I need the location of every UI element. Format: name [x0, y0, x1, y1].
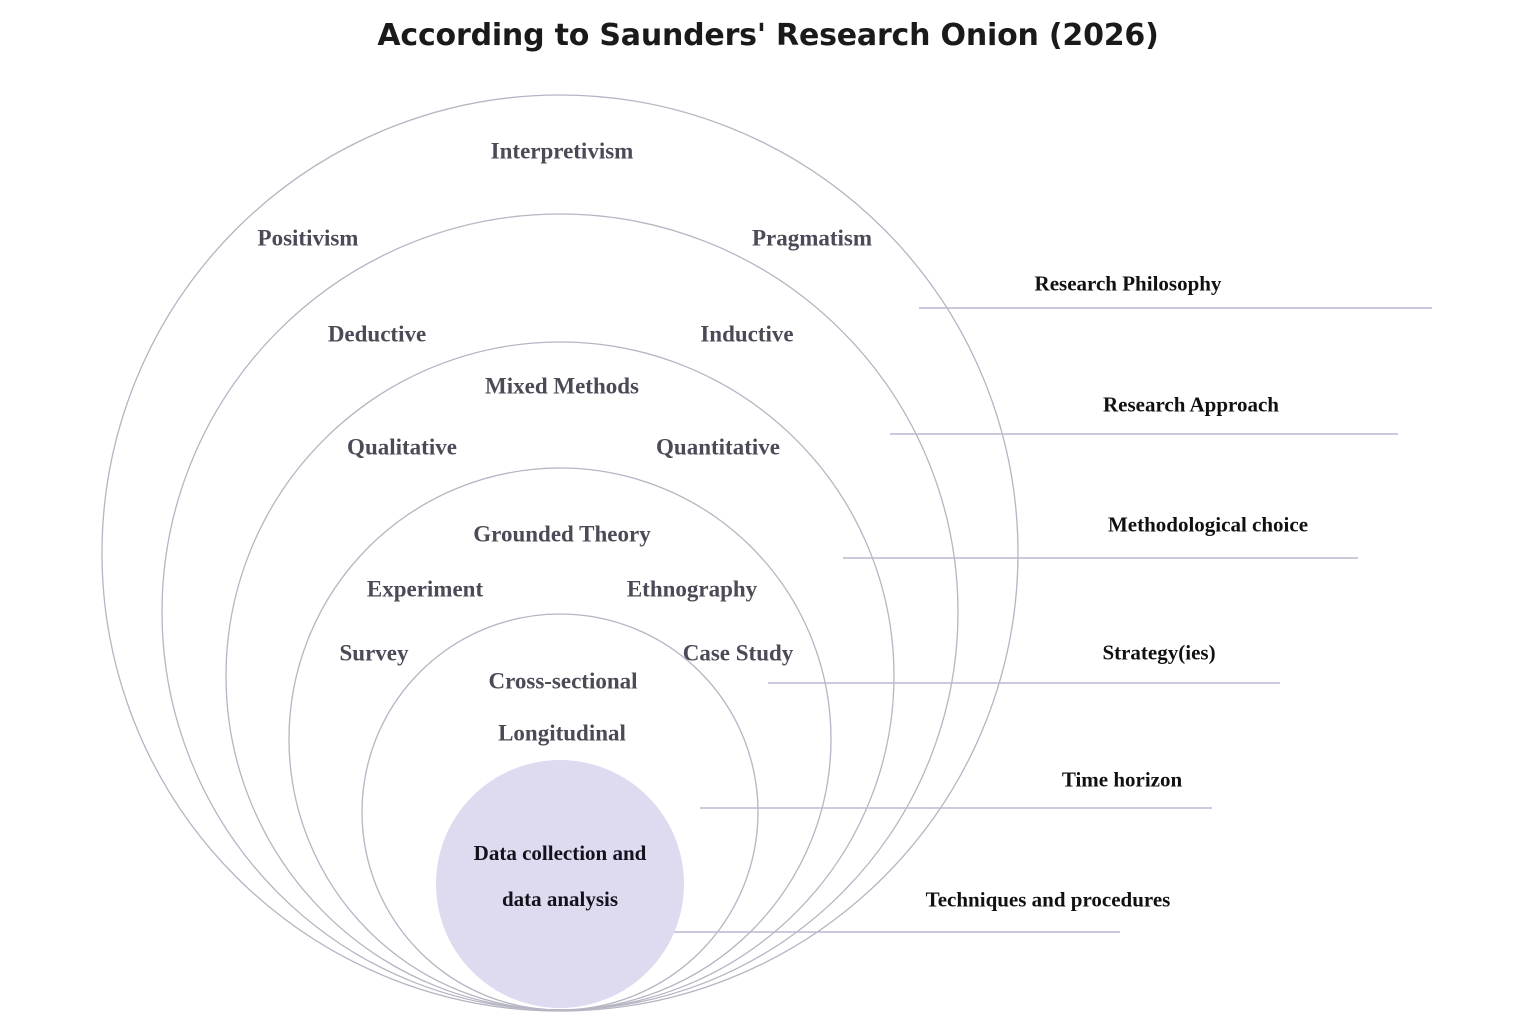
ring-item-survey: Survey [339, 640, 409, 666]
ring-item-interpretivism: Interpretivism [490, 138, 634, 164]
layer-label-research-approach: Research Approach [1103, 392, 1279, 417]
ring-item-experiment: Experiment [366, 576, 484, 602]
core-label-line1: Data collection and [473, 840, 647, 865]
ring-item-mixed-methods: Mixed Methods [485, 373, 639, 399]
layer-label-strategy-ies-: Strategy(ies) [1102, 640, 1216, 665]
layer-label-time-horizon: Time horizon [1061, 767, 1183, 792]
onion-ring-circles [101, 94, 1019, 1012]
ring-item-quantitative: Quantitative [656, 434, 780, 460]
ring-item-deductive: Deductive [327, 321, 427, 347]
page-title: According to Saunders' Research Onion (2… [377, 18, 1159, 53]
ring-item-ethnography: Ethnography [626, 576, 758, 602]
core-label: Data collection and data analysis [435, 830, 685, 922]
layer-label-techniques-and-procedures: Techniques and procedures [925, 887, 1171, 912]
ring-item-qualitative: Qualitative [347, 434, 457, 460]
layer-label-methodological-choice: Methodological choice [1107, 512, 1309, 537]
ring-item-grounded-theory: Grounded Theory [473, 521, 651, 547]
ring-item-pragmatism: Pragmatism [751, 225, 873, 251]
onion-ring-5 [361, 613, 759, 1011]
ring-item-positivism: Positivism [257, 225, 359, 251]
layer-label-research-philosophy: Research Philosophy [1034, 271, 1222, 296]
onion-ring-1 [101, 94, 1019, 1012]
core-circle [436, 760, 684, 1008]
ring-item-cross-sectional: Cross-sectional [488, 668, 638, 694]
ring-item-case-study: Case Study [682, 640, 794, 666]
ring-item-longitudinal: Longitudinal [498, 720, 626, 746]
leader-lines [600, 307, 1432, 933]
core-label-line2: data analysis [501, 887, 619, 911]
ring-item-inductive: Inductive [700, 321, 794, 347]
